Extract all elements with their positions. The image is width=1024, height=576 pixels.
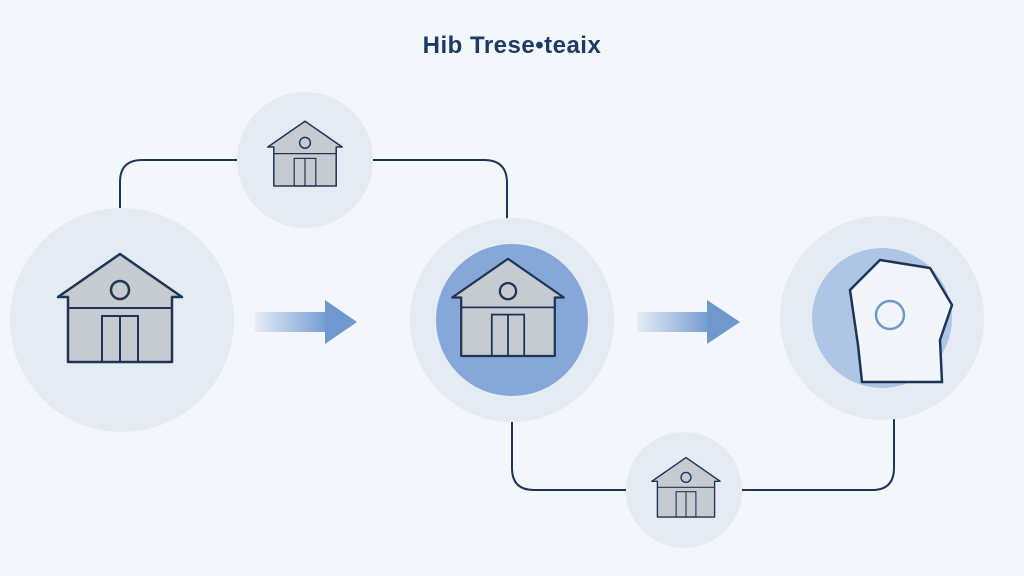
connector-lines: [119, 159, 895, 491]
node-house-center: [410, 218, 614, 422]
diagram-title: Hib Trese•teaix: [422, 32, 602, 59]
node-house-right: [780, 216, 984, 420]
connector-left-top: [119, 159, 238, 225]
connector-center-bottom: [511, 400, 626, 491]
damaged-house-icon: [848, 258, 954, 384]
connector-top-center: [372, 159, 508, 240]
node-house-bottom: [626, 432, 742, 548]
arrow-2: [637, 300, 740, 344]
node-house-left: [10, 208, 234, 432]
node-house-top: [237, 92, 373, 228]
connector-bottom-right: [740, 415, 895, 491]
arrow-1: [255, 300, 357, 344]
